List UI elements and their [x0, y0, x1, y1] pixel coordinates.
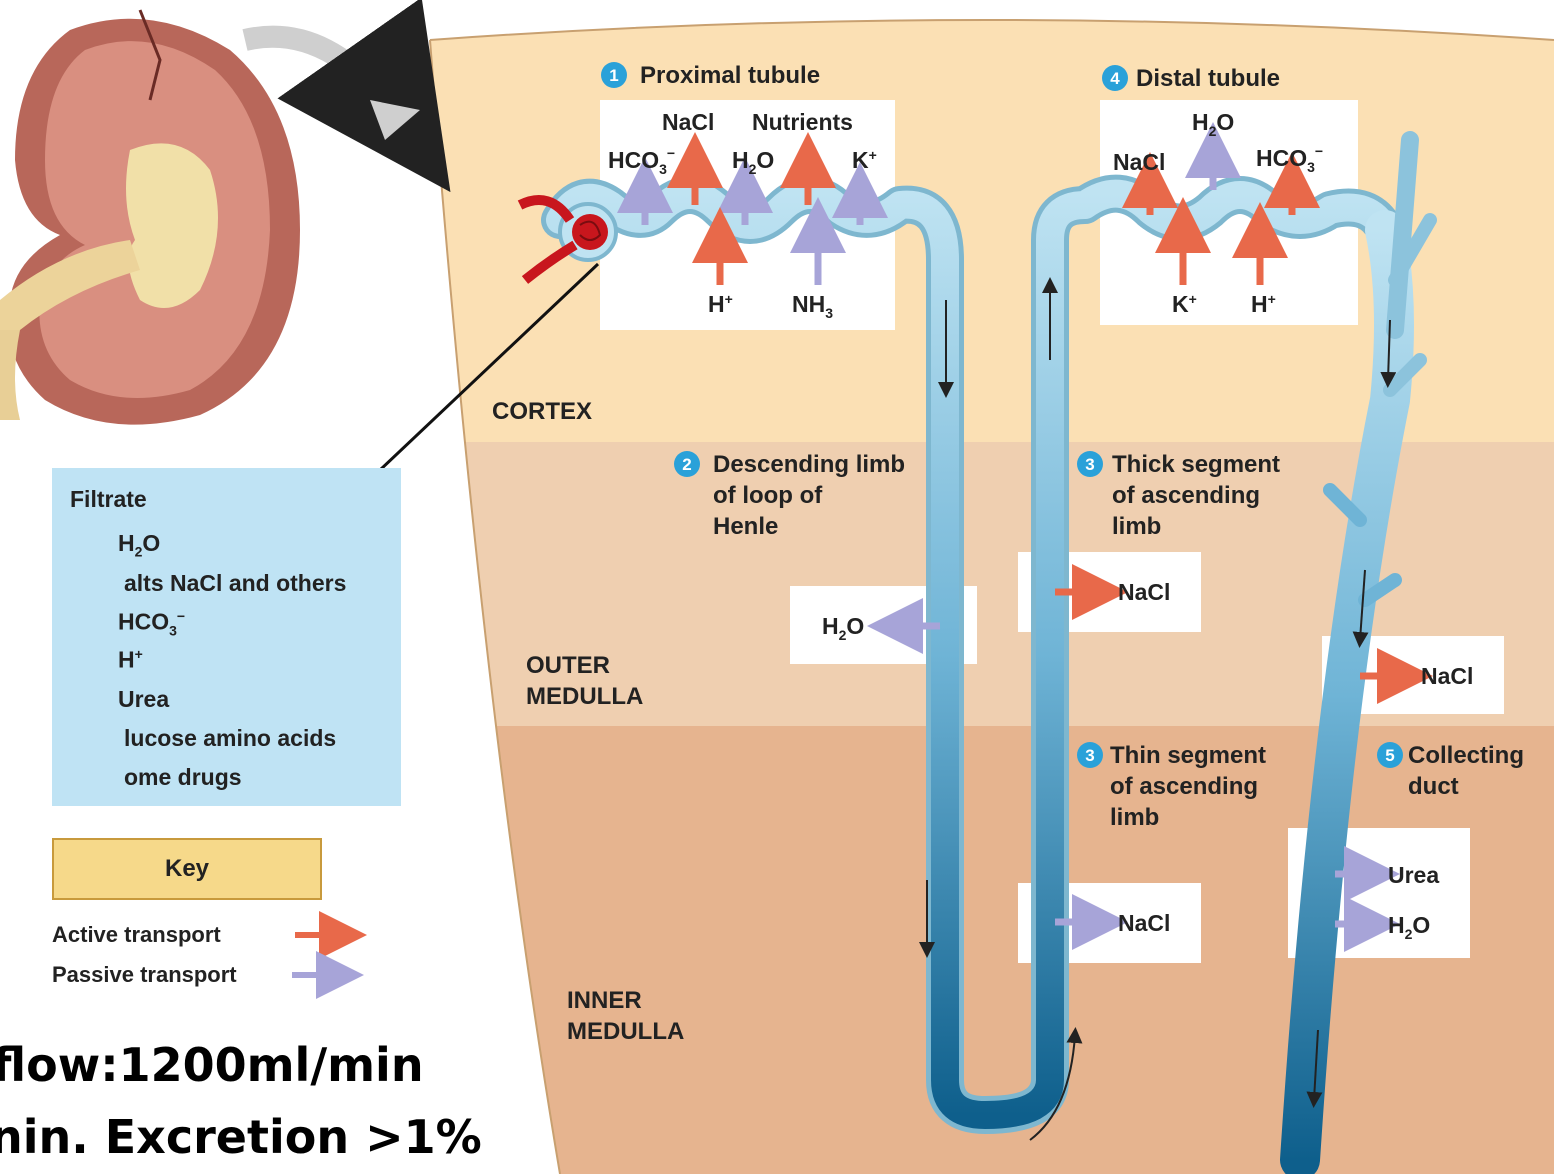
- descending-title-3: Henle: [713, 513, 778, 540]
- key-active-label: Active transport: [52, 922, 221, 948]
- overlay-flow-text: flow:1200ml/min: [0, 1038, 424, 1092]
- thin-title-3: limb: [1110, 804, 1159, 831]
- thick-nacl-label: NaCl: [1118, 579, 1170, 605]
- cd-urea-label: Urea: [1388, 862, 1439, 888]
- filtrate-h2o-symbol: H: [118, 530, 135, 556]
- proximal-nutrients: Nutrients: [752, 109, 853, 135]
- filtrate-title: Filtrate: [70, 486, 147, 513]
- thick-title-2: of ascending: [1112, 482, 1260, 509]
- zone-inner-label-2: MEDULLA: [567, 1018, 684, 1045]
- thick-title-3: limb: [1112, 513, 1161, 540]
- zone-cortex-label: CORTEX: [492, 398, 592, 425]
- step-3a-number: 3: [1085, 455, 1094, 474]
- descending-title-1: Descending limb: [713, 451, 905, 478]
- key-box: Key: [52, 838, 322, 900]
- thin-title-2: of ascending: [1110, 773, 1258, 800]
- descending-title-2: of loop of: [713, 482, 823, 509]
- collecting-title-1: Collecting: [1408, 742, 1524, 769]
- proximal-nacl: NaCl: [662, 109, 714, 135]
- zone-outer-label-1: OUTER: [526, 652, 610, 679]
- filtrate-hco3: HCO3−: [118, 608, 185, 638]
- filtrate-box: Filtrate H2O alts NaCl and others HCO3− …: [52, 468, 401, 806]
- step-2-number: 2: [682, 455, 691, 474]
- key-title: Key: [165, 855, 209, 883]
- thin-title-1: Thin segment: [1110, 742, 1266, 769]
- step-3b-number: 3: [1085, 746, 1094, 765]
- proximal-title: Proximal tubule: [640, 62, 820, 89]
- thin-nacl-label: NaCl: [1118, 910, 1170, 936]
- filtrate-glucose: lucose amino acids: [124, 725, 336, 752]
- collecting-title-2: duct: [1408, 773, 1459, 800]
- step-5-number: 5: [1385, 746, 1394, 765]
- kidney-illustration: [0, 10, 420, 425]
- thick-title-1: Thick segment: [1112, 451, 1280, 478]
- cd-nacl-label: NaCl: [1421, 663, 1473, 689]
- step-4-number: 4: [1110, 69, 1120, 88]
- distal-title: Distal tubule: [1136, 65, 1280, 92]
- zone-inner-label-1: INNER: [567, 987, 642, 1014]
- filtrate-salts: alts NaCl and others: [124, 570, 346, 597]
- distal-nacl: NaCl: [1113, 149, 1165, 175]
- filtrate-h: H+: [118, 646, 143, 674]
- zone-outer-label-2: MEDULLA: [526, 683, 643, 710]
- filtrate-h2o: H2O: [118, 530, 160, 560]
- key-passive-label: Passive transport: [52, 962, 237, 988]
- overlay-excretion-text: nin. Excretion >1%: [0, 1110, 482, 1164]
- filtrate-hco3-symbol: HCO: [118, 609, 169, 635]
- filtrate-h-symbol: H: [118, 647, 135, 673]
- step-1-number: 1: [609, 66, 618, 85]
- filtrate-drugs: ome drugs: [124, 764, 242, 791]
- filtrate-urea: Urea: [118, 686, 169, 713]
